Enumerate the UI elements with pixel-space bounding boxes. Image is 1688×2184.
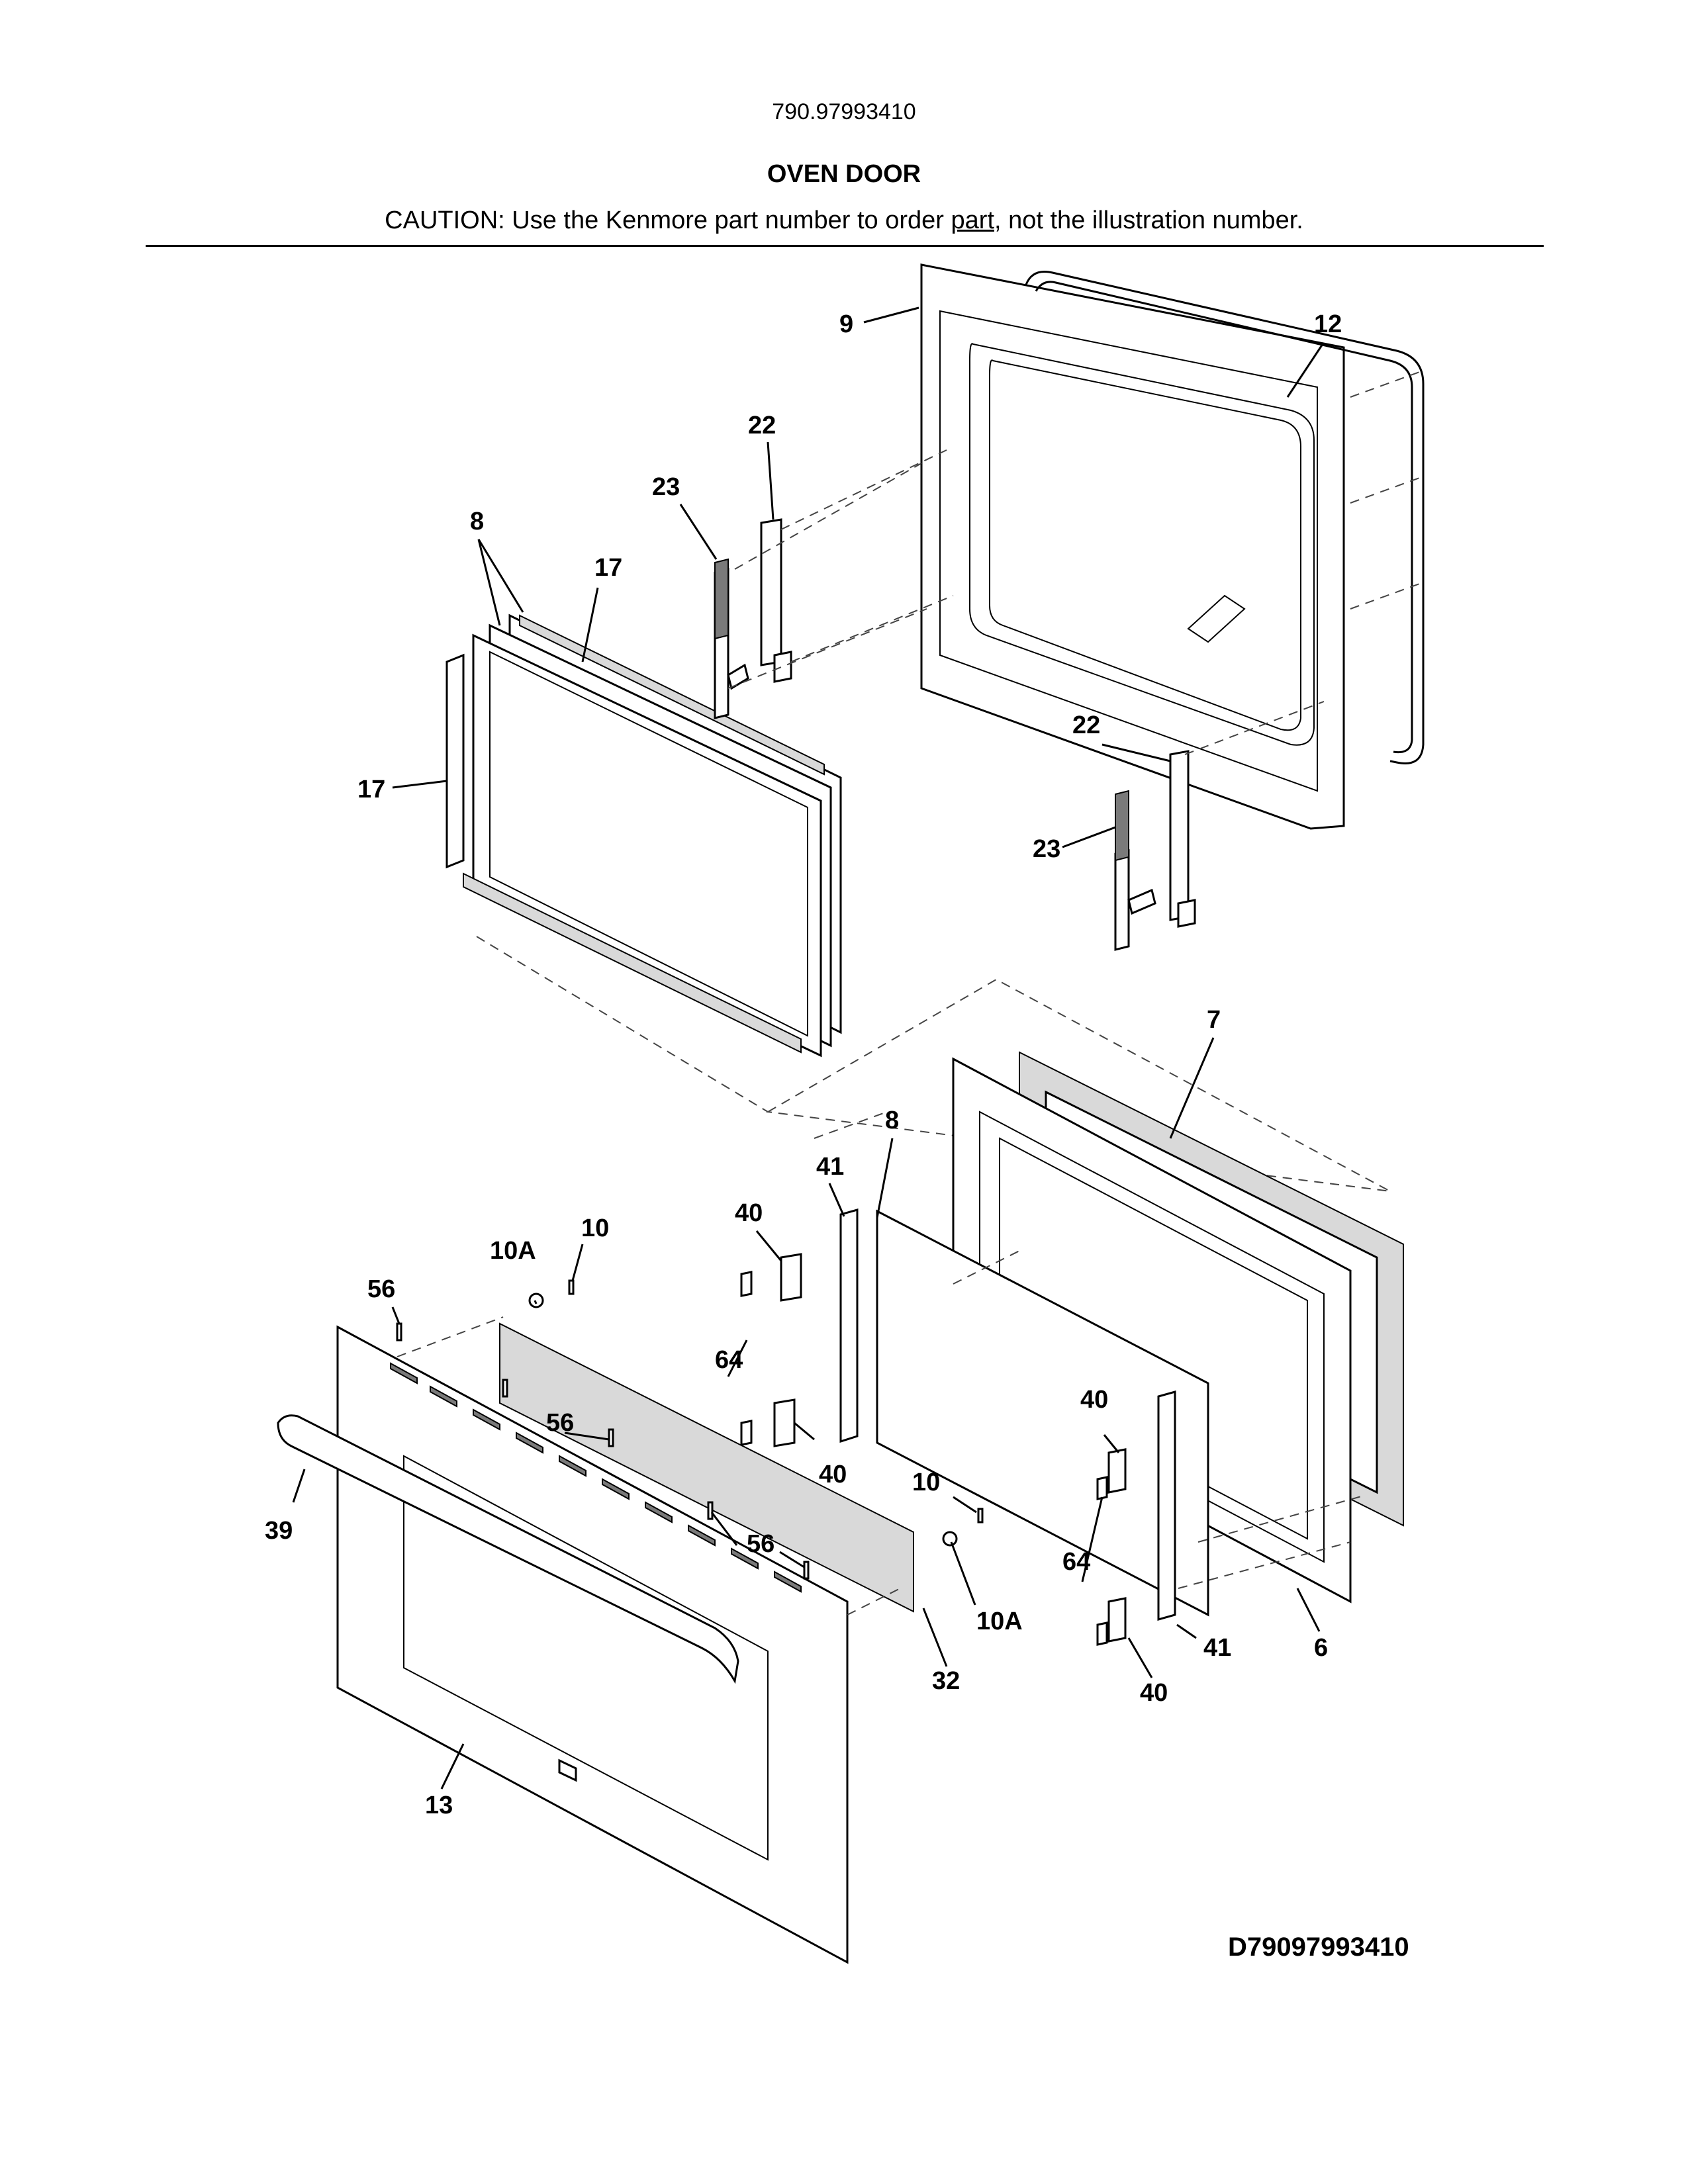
drawing-id: D79097993410 <box>1228 1933 1409 1962</box>
leader-lines <box>292 306 1324 1790</box>
glass-pack-upper <box>445 614 842 1058</box>
callout-40: 40 <box>1140 1679 1168 1707</box>
hinge-lower <box>1114 790 1156 951</box>
glass-retainer-right <box>1157 1390 1176 1621</box>
callout-41: 41 <box>1203 1634 1231 1662</box>
callout-9: 9 <box>839 310 853 338</box>
callout-56: 56 <box>747 1530 774 1558</box>
callout-56: 56 <box>546 1409 574 1437</box>
alignment-lines <box>397 370 1424 1615</box>
callout-32: 32 <box>932 1667 960 1695</box>
door-handle <box>277 1414 739 1684</box>
callout-40: 40 <box>819 1461 847 1488</box>
callout-13: 13 <box>425 1792 453 1819</box>
clips-left <box>740 1253 802 1447</box>
callout-7: 7 <box>1207 1006 1221 1034</box>
callout-6: 6 <box>1314 1634 1328 1662</box>
callout-56: 56 <box>367 1275 395 1303</box>
callout-40: 40 <box>1080 1386 1108 1414</box>
callout-23: 23 <box>1033 835 1060 863</box>
callout-17: 17 <box>357 776 385 803</box>
callout-labels: 9 12 22 23 8 17 17 22 23 7 8 41 40 10A 1… <box>265 310 1342 1819</box>
page-title: OVEN DOOR <box>767 160 921 188</box>
callout-22: 22 <box>1072 711 1100 739</box>
caution-text-prefix: CAUTION: Use the Kenmore part number to … <box>385 206 951 234</box>
header-divider <box>146 245 1544 247</box>
callout-17: 17 <box>594 554 622 582</box>
callout-8: 8 <box>470 508 484 535</box>
vent-trim <box>499 1322 914 1613</box>
clips-right <box>1096 1448 1127 1646</box>
callout-64: 64 <box>715 1346 743 1374</box>
callout-64: 64 <box>1062 1548 1090 1576</box>
door-gasket <box>1025 271 1425 764</box>
callout-10A: 10A <box>490 1237 536 1265</box>
caution-text-suffix: , not the illustration number. <box>994 206 1303 234</box>
callout-8: 8 <box>885 1107 899 1134</box>
callout-10: 10 <box>581 1214 609 1242</box>
hinge-receiver-upper <box>760 518 792 683</box>
callout-22: 22 <box>748 412 776 439</box>
caution-text-part: part <box>951 206 994 234</box>
caution-note: CAUTION: Use the Kenmore part number to … <box>0 206 1688 235</box>
callout-12: 12 <box>1314 310 1342 338</box>
inner-glass <box>876 1209 1209 1617</box>
callout-23: 23 <box>652 473 680 501</box>
callout-10: 10 <box>912 1469 940 1496</box>
hinge-receiver-lower <box>1169 750 1196 928</box>
outer-door-panel <box>336 1325 849 1964</box>
hinge-upper <box>714 558 749 719</box>
callout-39: 39 <box>265 1517 293 1545</box>
callout-41: 41 <box>816 1153 844 1181</box>
callout-10A: 10A <box>976 1608 1023 1635</box>
vent-slots <box>390 1362 802 1593</box>
screws-and-washers <box>396 1279 984 1580</box>
glass-retainer-left <box>839 1208 859 1443</box>
inner-door-liner <box>920 263 1345 830</box>
callout-40: 40 <box>735 1199 763 1227</box>
model-number: 790.97993410 <box>772 99 916 124</box>
